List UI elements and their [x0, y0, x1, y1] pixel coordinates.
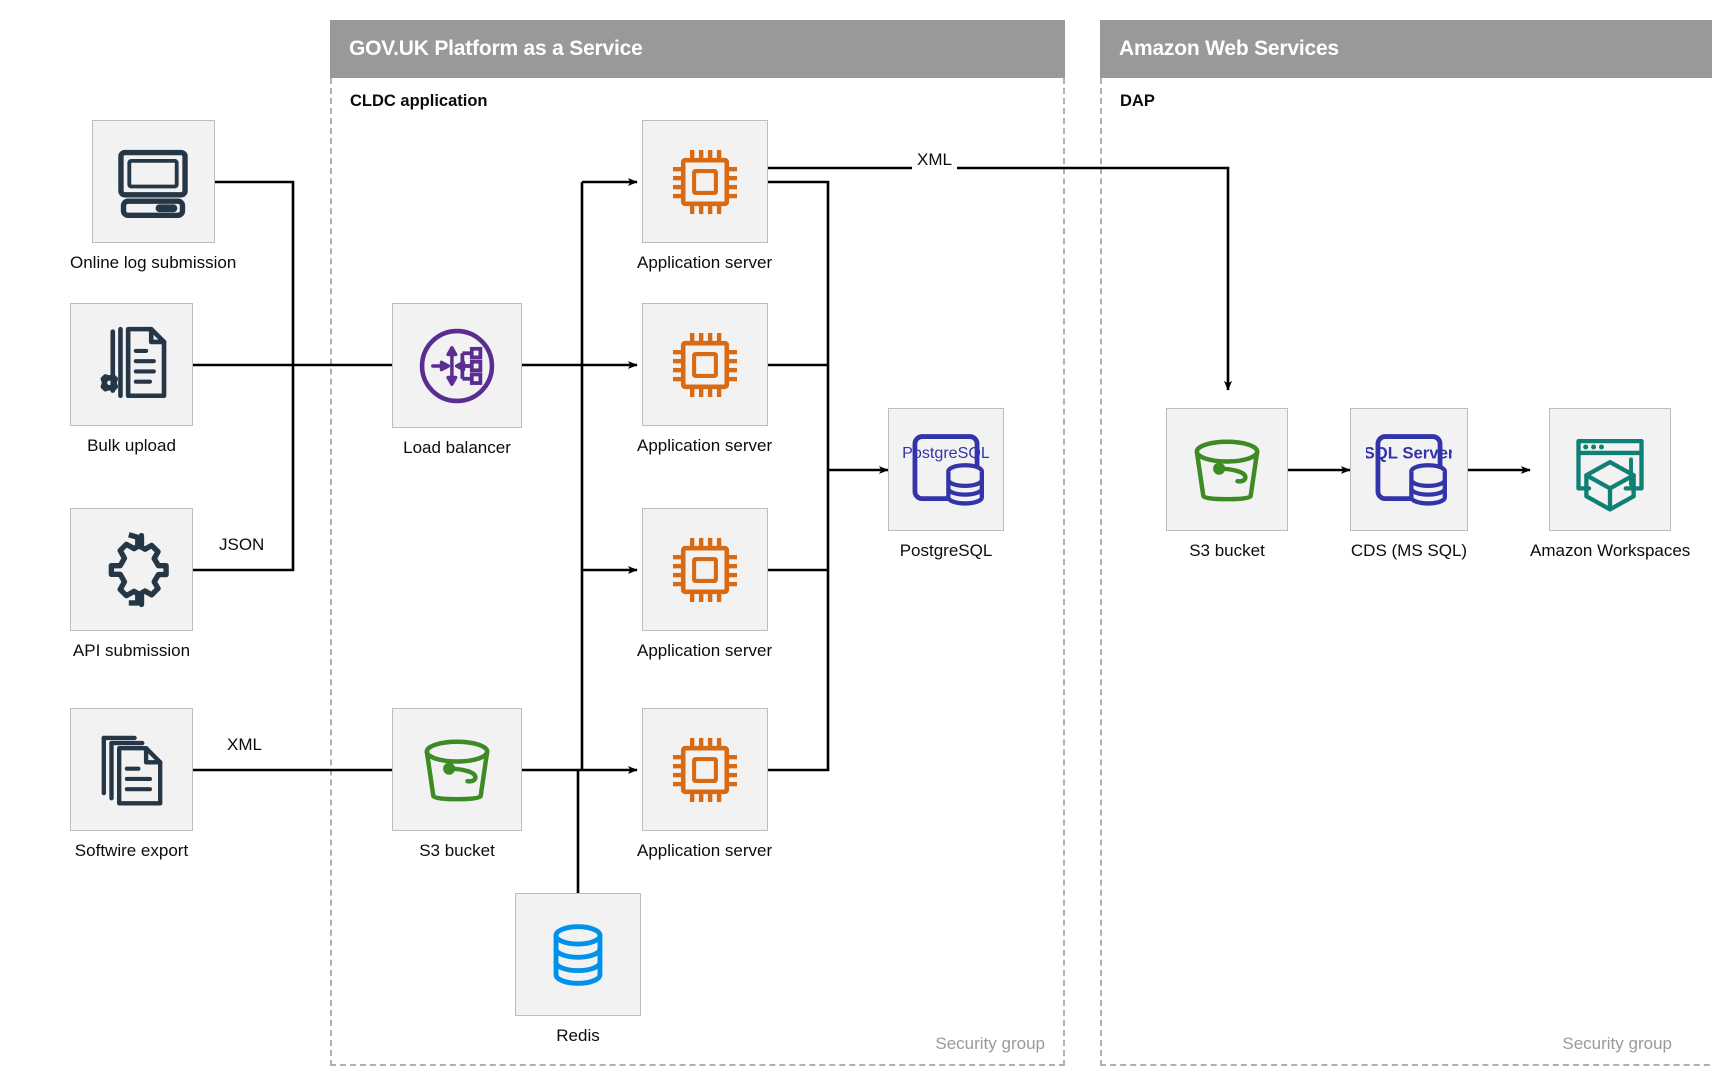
application-server-3-label: Application server: [637, 641, 773, 660]
cds-ms-sql-tile: SQL Server: [1350, 408, 1468, 531]
cds-ms-sql-label: CDS (MS SQL): [1350, 541, 1468, 560]
application-server-2-tile: [641, 303, 768, 426]
node-postgresql[interactable]: PostgreSQL PostgreSQL: [888, 408, 1004, 561]
aws-s3-bucket-tile: [1166, 408, 1288, 531]
redis-tile: [515, 893, 641, 1016]
group-header-aws: Amazon Web Services: [1100, 20, 1712, 78]
load-balancer-icon: [419, 328, 495, 403]
cpu-chip-icon: [672, 149, 737, 214]
edge-label-xml-aws: XML: [912, 150, 957, 170]
cpu-chip-icon: [672, 737, 737, 802]
node-softwire-export[interactable]: Softwire export: [70, 708, 193, 861]
application-server-2-label: Application server: [637, 436, 773, 455]
postgresql-icon-text: PostgreSQL: [903, 444, 989, 462]
node-online-log-submission[interactable]: Online log submission: [70, 120, 236, 273]
sql-server-database-icon: SQL Server: [1366, 433, 1452, 506]
application-server-4-tile: [641, 708, 768, 831]
security-group-label-aws: Security group: [1562, 1034, 1672, 1053]
amazon-workspaces-tile: [1549, 408, 1672, 531]
group-sublabel-cldc-application: CLDC application: [350, 92, 488, 110]
redis-database-icon: [553, 923, 603, 986]
application-server-1-label: Application server: [637, 253, 773, 272]
document-gear-icon: [100, 326, 166, 398]
group-header-paas-label: GOV.UK Platform as a Service: [349, 37, 643, 60]
node-load-balancer[interactable]: Load balancer: [392, 303, 522, 458]
node-cds-ms-sql[interactable]: SQL Server CDS (MS SQL): [1350, 408, 1468, 561]
group-boundary-paas: [330, 78, 1065, 1066]
bulk-upload-label: Bulk upload: [87, 436, 176, 455]
application-server-1-tile: [641, 120, 768, 243]
desktop-computer-icon: [118, 149, 188, 218]
postgresql-tile: PostgreSQL: [888, 408, 1004, 531]
bulk-upload-tile: [70, 303, 193, 426]
load-balancer-tile: [392, 303, 522, 428]
online-log-submission-label: Online log submission: [70, 253, 237, 272]
group-sublabel-dap: DAP: [1120, 92, 1155, 110]
postgresql-database-icon: PostgreSQL: [903, 433, 989, 506]
node-application-server-2[interactable]: Application server: [637, 303, 772, 456]
s3-bucket-icon: [1194, 439, 1260, 501]
aws-s3-bucket-label: S3 bucket: [1189, 541, 1265, 560]
node-paas-s3-bucket[interactable]: S3 bucket: [392, 708, 522, 861]
api-submission-label: API submission: [72, 641, 191, 660]
load-balancer-label: Load balancer: [403, 438, 511, 457]
postgresql-label: PostgreSQL: [899, 541, 993, 560]
group-header-aws-label: Amazon Web Services: [1119, 37, 1339, 60]
edge-label-xml-softwire: XML: [222, 735, 267, 755]
edge-label-json: JSON: [214, 535, 270, 555]
softwire-export-tile: [70, 708, 193, 831]
paas-s3-bucket-tile: [392, 708, 522, 831]
node-application-server-4[interactable]: Application server: [637, 708, 772, 861]
node-redis[interactable]: Redis: [515, 893, 641, 1046]
redis-label: Redis: [556, 1026, 600, 1045]
node-amazon-workspaces[interactable]: Amazon Workspaces: [1530, 408, 1690, 561]
node-application-server-3[interactable]: Application server: [637, 508, 772, 661]
cpu-chip-icon: [672, 537, 737, 602]
online-log-submission-tile: [91, 120, 215, 243]
group-boundary-aws: [1100, 78, 1712, 1066]
node-bulk-upload[interactable]: Bulk upload: [70, 303, 193, 456]
api-submission-tile: [70, 508, 193, 631]
s3-bucket-icon: [424, 739, 490, 801]
application-server-3-tile: [641, 508, 768, 631]
sql-server-icon-text: SQL Server: [1366, 443, 1452, 462]
node-api-submission[interactable]: API submission: [70, 508, 193, 661]
cpu-chip-icon: [672, 332, 737, 397]
documents-stack-icon: [101, 735, 162, 805]
softwire-export-label: Softwire export: [74, 841, 189, 860]
amazon-workspaces-label: Amazon Workspaces: [1530, 541, 1691, 560]
gear-icon: [108, 531, 169, 607]
node-application-server-1[interactable]: Application server: [637, 120, 772, 273]
security-group-label-paas: Security group: [935, 1034, 1045, 1053]
node-aws-s3-bucket[interactable]: S3 bucket: [1166, 408, 1288, 561]
paas-s3-bucket-label: S3 bucket: [419, 841, 495, 860]
group-header-paas: GOV.UK Platform as a Service: [330, 20, 1065, 78]
amazon-workspaces-icon: [1576, 438, 1644, 512]
application-server-4-label: Application server: [637, 841, 773, 860]
